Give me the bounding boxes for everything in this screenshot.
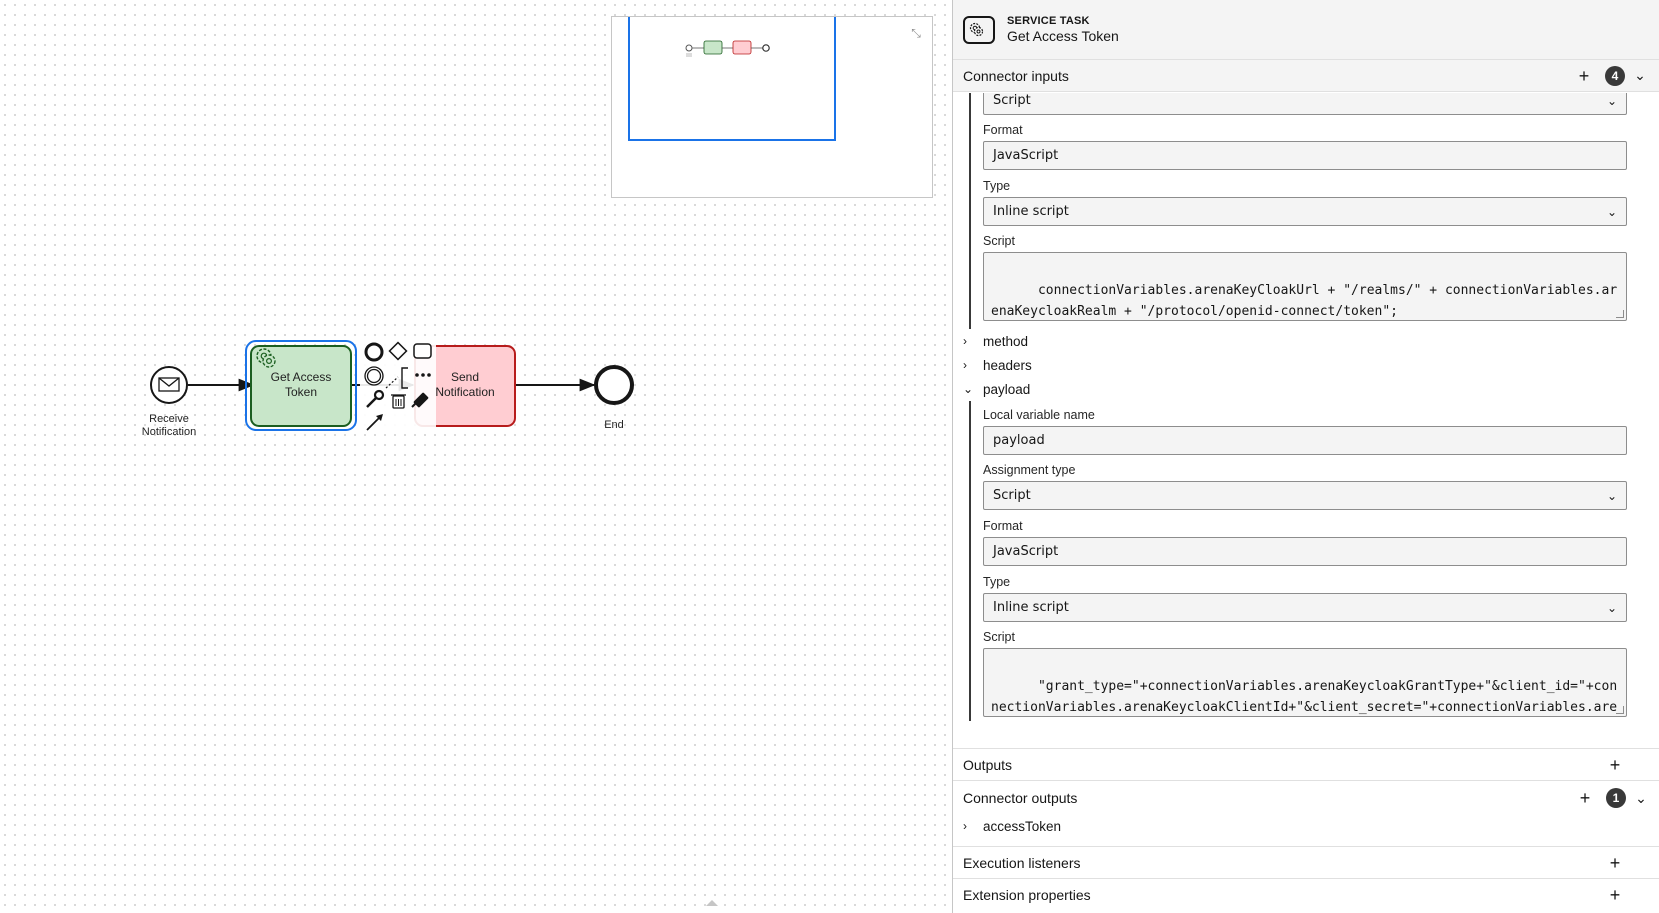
add-output-button[interactable]: + [1609, 754, 1621, 775]
chevron-right-icon: › [963, 334, 967, 348]
chevron-down-icon[interactable]: ⌄ [1634, 67, 1646, 83]
chevron-down-icon: ⌄ [1606, 204, 1617, 219]
local-variable-label: Local variable name [983, 408, 1095, 422]
trash-icon[interactable] [391, 394, 406, 409]
local-variable-input[interactable]: payload [983, 426, 1627, 455]
script-text: "grant_type="+connectionVariables.arenaK… [991, 679, 1618, 715]
bpmn-diagram: Receive Notification Get Access Token Se… [142, 340, 718, 906]
entry-method[interactable]: › method [963, 330, 1028, 352]
payload-script-textarea[interactable]: "grant_type="+connectionVariables.arenaK… [983, 648, 1627, 717]
format-label: Format [983, 123, 1023, 137]
payload-assignment-type-select[interactable]: Script ⌄ [983, 481, 1627, 510]
envelope-icon [158, 377, 180, 392]
connect-arrow-icon[interactable] [366, 414, 383, 431]
append-intermediate-event-icon[interactable] [364, 366, 384, 386]
panel-header: SERVICE TASK Get Access Token [953, 0, 1659, 60]
task2-label-line1: Send [451, 370, 479, 384]
entry-label: accessToken [983, 818, 1062, 834]
chevron-right-icon: › [963, 358, 967, 372]
gear-icon [256, 348, 276, 368]
script-textarea[interactable]: connectionVariables.arenaKeyCloakUrl + "… [983, 252, 1627, 321]
canvas-scroll-marker [706, 900, 718, 906]
select-value: Inline script [993, 204, 1069, 219]
group-connector-inputs[interactable]: Connector inputs + 4 ⌄ [953, 60, 1659, 92]
connector-outputs-count-badge: 1 [1606, 788, 1626, 808]
chevron-right-icon: › [963, 819, 967, 833]
group-outputs[interactable]: Outputs + ⌄ [953, 748, 1659, 781]
add-connector-input-button[interactable]: + [1578, 65, 1590, 86]
end-event[interactable] [594, 365, 634, 405]
group-execution-listeners[interactable]: Execution listeners + ⌄ [953, 846, 1659, 879]
payload-format-label: Format [983, 519, 1023, 533]
append-gateway-icon[interactable] [388, 341, 408, 361]
minimap-viewport[interactable] [628, 17, 836, 141]
group-extension-properties[interactable]: Extension properties + ⌄ [953, 879, 1659, 911]
assignment-type-select[interactable]: Script ⌄ [983, 93, 1627, 115]
assignment-type-label: Assignment type [983, 463, 1076, 477]
chevron-down-icon: ⌄ [963, 382, 974, 396]
entry-label: method [983, 333, 1029, 349]
payload-type-label: Type [983, 575, 1011, 589]
select-value: Inline script [993, 600, 1069, 615]
service-task-get-access-token[interactable]: Get Access Token [250, 345, 352, 427]
entry-payload[interactable]: ⌄ payload [963, 378, 1030, 400]
group-title: Outputs [963, 756, 1013, 773]
start-event-receive-notification[interactable] [150, 366, 188, 404]
type-label: Type [983, 179, 1011, 193]
task1-label-line2: Token [285, 385, 317, 399]
append-task-icon[interactable] [413, 343, 432, 359]
add-extension-property-button[interactable]: + [1609, 885, 1621, 905]
payload-type-select[interactable]: Inline script ⌄ [983, 593, 1627, 622]
service-task-send-notification[interactable]: Send Notification [414, 345, 516, 427]
entry-headers[interactable]: › headers [963, 354, 1032, 376]
type-select[interactable]: Inline script ⌄ [983, 197, 1627, 226]
group-title: Connector inputs [963, 67, 1069, 84]
task1-label-line1: Get Access [271, 370, 332, 384]
payload-format-input[interactable]: JavaScript [983, 537, 1627, 566]
properties-panel: SERVICE TASK Get Access Token Connector … [952, 0, 1659, 913]
chevron-down-icon: ⌄ [1606, 488, 1617, 503]
append-end-event-icon[interactable] [364, 342, 384, 362]
chevron-down-icon: ⌄ [1606, 600, 1617, 615]
start-event-label: Receive [149, 413, 189, 425]
group-title: Extension properties [963, 887, 1091, 903]
minimap[interactable]: ⤡ [611, 16, 933, 198]
color-picker-icon[interactable] [411, 392, 429, 408]
add-execution-listener-button[interactable]: + [1609, 852, 1621, 873]
resize-handle[interactable] [1616, 310, 1624, 318]
entry-label: headers [983, 357, 1032, 373]
group-connector-outputs[interactable]: Connector outputs + 1 ⌄ › accessToken [953, 782, 1659, 834]
end-event-label: End [604, 419, 624, 431]
payload-script-label: Script [983, 630, 1015, 644]
entry-access-token[interactable]: › accessToken [963, 815, 1061, 837]
select-value: Script [993, 488, 1031, 503]
minimap-preview [685, 40, 770, 57]
start-event-label-line2: Notification [142, 426, 196, 438]
group-title: Connector outputs [963, 790, 1078, 806]
element-name: Get Access Token [1007, 28, 1119, 44]
service-task-icon [963, 15, 995, 44]
connector-inputs-body: Script ⌄ Format JavaScript Type Inline s… [953, 93, 1659, 741]
select-value: Script [993, 93, 1031, 108]
format-input[interactable]: JavaScript [983, 141, 1627, 170]
minimap-collapse-icon[interactable]: ⤡ [911, 26, 921, 40]
chevron-down-icon: ⌄ [1606, 93, 1617, 108]
entry-label: payload [983, 381, 1031, 397]
entry-indent-line [969, 93, 971, 329]
more-icon[interactable] [415, 373, 431, 377]
text-annotation-icon[interactable] [385, 367, 408, 389]
script-label: Script [983, 234, 1015, 248]
connector-inputs-count-badge: 4 [1605, 65, 1625, 86]
script-text: connectionVariables.arenaKeyCloakUrl + "… [991, 283, 1618, 319]
wrench-icon[interactable] [366, 389, 385, 408]
modeler-canvas[interactable]: Receive Notification Get Access Token Se… [0, 0, 952, 913]
add-connector-output-button[interactable]: + [1579, 788, 1591, 808]
group-title: Execution listeners [963, 854, 1081, 871]
entry-indent-line [969, 401, 971, 721]
element-type: SERVICE TASK [1007, 15, 1090, 27]
chevron-down-icon[interactable]: ⌄ [1635, 789, 1647, 806]
selection-outline [245, 340, 357, 431]
task2-label-line2: Notification [435, 385, 494, 399]
resize-handle[interactable] [1616, 706, 1624, 714]
